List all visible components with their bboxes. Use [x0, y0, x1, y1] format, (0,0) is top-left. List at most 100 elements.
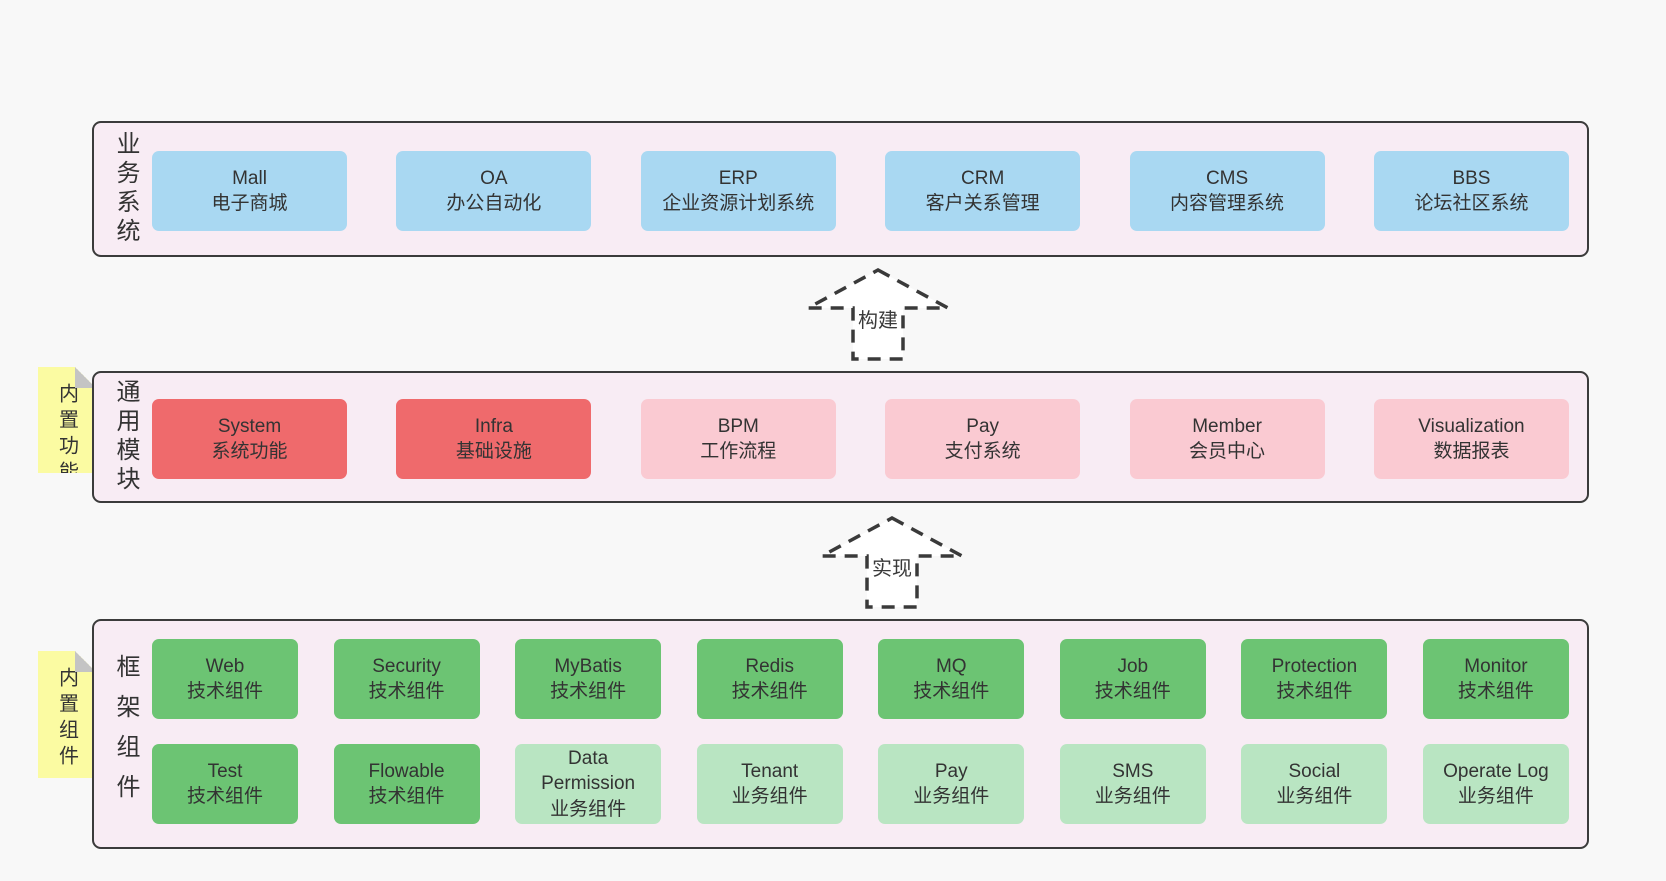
box-subtitle: 业务组件 — [731, 786, 808, 807]
box-title: Data Permission — [541, 748, 636, 795]
box-job: Job 技术组件 — [1059, 639, 1206, 719]
band-common-modules-label: 通用模块 — [112, 379, 139, 495]
box-title: Protection — [1271, 655, 1358, 677]
band-framework-components-label: 框架组件 — [112, 654, 139, 814]
common-modules-row: System 系统功能 Infra 基础设施 BPM 工作流程 Pay 支付系统… — [152, 399, 1569, 479]
box-bbs: BBS 论坛社区系统 — [1373, 151, 1569, 231]
framework-components-row-2: Test 技术组件 Flowable 技术组件 Data Permission … — [152, 744, 1569, 824]
box-subtitle: 技术组件 — [731, 681, 808, 702]
box-title: Pay — [934, 760, 968, 782]
business-systems-row: Mall 电子商城 OA 办公自动化 ERP 企业资源计划系统 CRM 客户关系… — [152, 151, 1569, 231]
box-sms: SMS 业务组件 — [1059, 744, 1206, 824]
box-bpm: BPM 工作流程 — [640, 399, 836, 479]
box-title: SMS — [1112, 760, 1154, 782]
box-test: Test 技术组件 — [152, 744, 298, 824]
implement-arrow: 实现 — [817, 515, 967, 611]
box-subtitle: 系统功能 — [211, 441, 288, 462]
box-subtitle: 论坛社区系统 — [1414, 193, 1529, 214]
box-title: Tenant — [741, 760, 799, 782]
box-title: Security — [372, 655, 441, 677]
build-arrow-label: 构建 — [856, 310, 900, 333]
box-title: Job — [1117, 655, 1149, 677]
box-subtitle: 技术组件 — [1094, 681, 1171, 702]
box-subtitle: 技术组件 — [186, 681, 263, 702]
sticky-note-label: 内置功能 — [55, 383, 78, 487]
band-business-systems-label: 业务系统 — [112, 131, 139, 247]
sticky-note-built-in-features: 内置功能 — [38, 367, 96, 473]
band-business-systems: 业务系统 Mall 电子商城 OA 办公自动化 ERP 企业资源计划系统 CRM… — [92, 121, 1589, 257]
box-subtitle: 数据报表 — [1433, 441, 1510, 462]
sticky-note-label: 内置组件 — [55, 667, 78, 771]
box-social: Social 业务组件 — [1241, 744, 1388, 824]
box-subtitle: 企业资源计划系统 — [662, 193, 815, 214]
band-framework-components: 框架组件 Web 技术组件 Security 技术组件 MyBatis 技术组件… — [92, 619, 1589, 849]
box-web: Web 技术组件 — [152, 639, 298, 719]
box-member: Member 会员中心 — [1129, 399, 1325, 479]
box-subtitle: 技术组件 — [550, 681, 627, 702]
box-subtitle: 会员中心 — [1189, 441, 1266, 462]
box-flowable: Flowable 技术组件 — [333, 744, 480, 824]
box-crm: CRM 客户关系管理 — [885, 151, 1081, 231]
box-subtitle: 技术组件 — [913, 681, 990, 702]
box-pay-component: Pay 业务组件 — [878, 744, 1025, 824]
box-subtitle: 技术组件 — [368, 681, 445, 702]
box-title: CRM — [961, 167, 1005, 189]
box-subtitle: 技术组件 — [1457, 681, 1534, 702]
box-infra: Infra 基础设施 — [396, 399, 592, 479]
box-title: Test — [207, 760, 243, 782]
box-visualization: Visualization 数据报表 — [1373, 399, 1569, 479]
box-title: Pay — [966, 415, 1000, 437]
box-title: ERP — [718, 167, 758, 189]
box-subtitle: 办公自动化 — [446, 193, 542, 214]
build-arrow: 构建 — [803, 267, 953, 363]
box-title: MyBatis — [554, 655, 622, 677]
box-redis: Redis 技术组件 — [696, 639, 843, 719]
box-subtitle: 业务组件 — [1276, 786, 1353, 807]
box-subtitle: 业务组件 — [1457, 786, 1534, 807]
box-subtitle: 技术组件 — [368, 786, 445, 807]
box-security: Security 技术组件 — [333, 639, 480, 719]
implement-arrow-label: 实现 — [870, 558, 914, 581]
box-pay-module: Pay 支付系统 — [885, 399, 1081, 479]
box-title: Infra — [474, 415, 513, 437]
box-title: Visualization — [1418, 415, 1525, 437]
box-tenant: Tenant 业务组件 — [696, 744, 843, 824]
box-subtitle: 业务组件 — [1094, 786, 1171, 807]
box-oa: OA 办公自动化 — [396, 151, 592, 231]
box-title: System — [217, 415, 282, 437]
box-mybatis: MyBatis 技术组件 — [515, 639, 662, 719]
box-subtitle: 工作流程 — [700, 441, 777, 462]
box-erp: ERP 企业资源计划系统 — [640, 151, 836, 231]
box-title: Mall — [232, 167, 267, 189]
box-mq: MQ 技术组件 — [878, 639, 1025, 719]
sticky-note-built-in-components: 内置组件 — [38, 651, 96, 778]
box-subtitle: 内容管理系统 — [1170, 193, 1285, 214]
box-subtitle: 技术组件 — [1276, 681, 1353, 702]
box-title: OA — [480, 167, 508, 189]
box-operate-log: Operate Log 业务组件 — [1422, 744, 1569, 824]
box-title: Social — [1288, 760, 1341, 782]
box-mall: Mall 电子商城 — [152, 151, 347, 231]
box-title: Operate Log — [1443, 760, 1549, 782]
box-subtitle: 客户关系管理 — [925, 193, 1040, 214]
box-title: BBS — [1452, 167, 1491, 189]
box-protection: Protection 技术组件 — [1241, 639, 1388, 719]
box-cms: CMS 内容管理系统 — [1129, 151, 1325, 231]
box-subtitle: 业务组件 — [550, 798, 627, 820]
box-title: Member — [1192, 415, 1262, 437]
box-title: Redis — [745, 655, 794, 677]
box-title: Web — [205, 655, 245, 677]
box-subtitle: 技术组件 — [186, 786, 263, 807]
box-subtitle: 基础设施 — [455, 441, 532, 462]
framework-components-row-1: Web 技术组件 Security 技术组件 MyBatis 技术组件 Redi… — [152, 639, 1569, 719]
box-title: MQ — [935, 655, 967, 677]
box-monitor: Monitor 技术组件 — [1422, 639, 1569, 719]
box-title: CMS — [1205, 167, 1249, 189]
box-subtitle: 电子商城 — [211, 193, 288, 214]
box-title: BPM — [717, 415, 759, 437]
box-subtitle: 支付系统 — [944, 441, 1021, 462]
box-subtitle: 业务组件 — [913, 786, 990, 807]
band-common-modules: 通用模块 System 系统功能 Infra 基础设施 BPM 工作流程 Pay… — [92, 371, 1589, 503]
box-title: Monitor — [1464, 655, 1528, 677]
box-system: System 系统功能 — [152, 399, 347, 479]
